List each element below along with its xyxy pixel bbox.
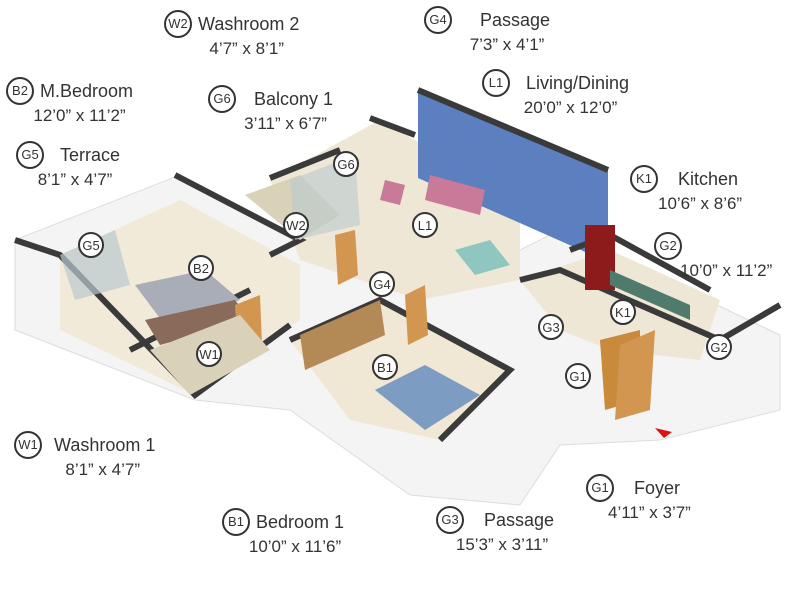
code-badge: G3 bbox=[436, 506, 464, 534]
code-badge: G5 bbox=[16, 141, 44, 169]
room-name: Passage bbox=[480, 10, 551, 30]
marker-g3: G3 bbox=[538, 314, 564, 340]
marker-g5: G5 bbox=[78, 232, 104, 258]
room-dims: 4’11” x 3’7” bbox=[608, 503, 691, 522]
legend-washroom-2: W2 Washroom 2 4’7” x 8’1” bbox=[164, 10, 299, 60]
code-badge: B1 bbox=[222, 508, 250, 536]
room-dims: 10’0” x 11’2” bbox=[680, 261, 773, 280]
legend-bedroom-1: B1 Bedroom 1 10’0” x 11’6” bbox=[222, 508, 344, 558]
code-badge: B2 bbox=[6, 77, 34, 105]
room-dims: 15’3” x 3’11” bbox=[455, 535, 549, 554]
marker-g2: G2 bbox=[706, 334, 732, 360]
room-dims: 12’0” x 11’2” bbox=[33, 106, 126, 125]
code-badge: W1 bbox=[14, 431, 42, 459]
legend-m-bedroom: B2 M.Bedroom 12’0” x 11’2” bbox=[6, 77, 133, 127]
legend-balcony-1: G6 Balcony 1 3’11” x 6’7” bbox=[208, 85, 333, 135]
code-badge: G6 bbox=[208, 85, 236, 113]
marker-g6: G6 bbox=[333, 151, 359, 177]
marker-l1: L1 bbox=[412, 212, 438, 238]
legend-g2: G2 10’0” x 11’2” bbox=[654, 232, 772, 282]
legend-washroom-1: W1 Washroom 1 8’1” x 4’7” bbox=[14, 431, 155, 481]
legend-kitchen: K1 Kitchen 10’6” x 8’6” bbox=[630, 165, 742, 215]
marker-b1: B1 bbox=[372, 354, 398, 380]
marker-w2: W2 bbox=[283, 212, 309, 238]
marker-k1: K1 bbox=[610, 299, 636, 325]
room-dims: 3’11” x 6’7” bbox=[244, 114, 327, 133]
room-dims: 8’1” x 4’7” bbox=[37, 170, 113, 189]
room-name: Living/Dining bbox=[526, 73, 630, 93]
entry-arrow-icon bbox=[655, 428, 672, 438]
room-dims: 8’1” x 4’7” bbox=[65, 460, 140, 479]
room-name: Washroom 2 bbox=[198, 14, 300, 34]
code-badge: G1 bbox=[586, 474, 614, 502]
code-badge: W2 bbox=[164, 10, 192, 38]
code-badge: K1 bbox=[630, 165, 658, 193]
marker-g1: G1 bbox=[565, 363, 591, 389]
accent-wall bbox=[418, 90, 608, 262]
room-dims: 10’0” x 11’6” bbox=[248, 537, 342, 556]
room-name: Kitchen bbox=[678, 169, 739, 189]
room-name: Passage bbox=[484, 510, 555, 530]
legend-foyer: G1 Foyer 4’11” x 3’7” bbox=[586, 474, 691, 524]
room-dims: 10’6” x 8’6” bbox=[658, 194, 743, 213]
room-name: Washroom 1 bbox=[54, 435, 156, 455]
room-name: M.Bedroom bbox=[40, 81, 134, 101]
room-name: Bedroom 1 bbox=[256, 512, 345, 532]
room-name: Foyer bbox=[634, 478, 681, 498]
marker-b2: B2 bbox=[188, 255, 214, 281]
room-name: Balcony 1 bbox=[254, 89, 334, 109]
marker-w1: W1 bbox=[196, 341, 222, 367]
room-dims: 7’3” x 4’1” bbox=[469, 35, 545, 54]
legend-living-dining: L1 Living/Dining 20’0” x 12’0” bbox=[482, 69, 629, 119]
legend-passage-g3: G3 Passage 15’3” x 3’11” bbox=[436, 506, 554, 556]
legend-terrace: G5 Terrace 8’1” x 4’7” bbox=[16, 141, 120, 191]
code-badge: L1 bbox=[482, 69, 510, 97]
room-dims: 20’0” x 12’0” bbox=[523, 98, 618, 117]
marker-g4: G4 bbox=[369, 271, 395, 297]
code-badge: G4 bbox=[424, 6, 452, 34]
room-dims: 4’7” x 8’1” bbox=[209, 39, 284, 58]
room-name: Terrace bbox=[60, 145, 121, 165]
code-badge: G2 bbox=[654, 232, 682, 260]
legend-passage-g4: G4 Passage 7’3” x 4’1” bbox=[424, 6, 550, 56]
